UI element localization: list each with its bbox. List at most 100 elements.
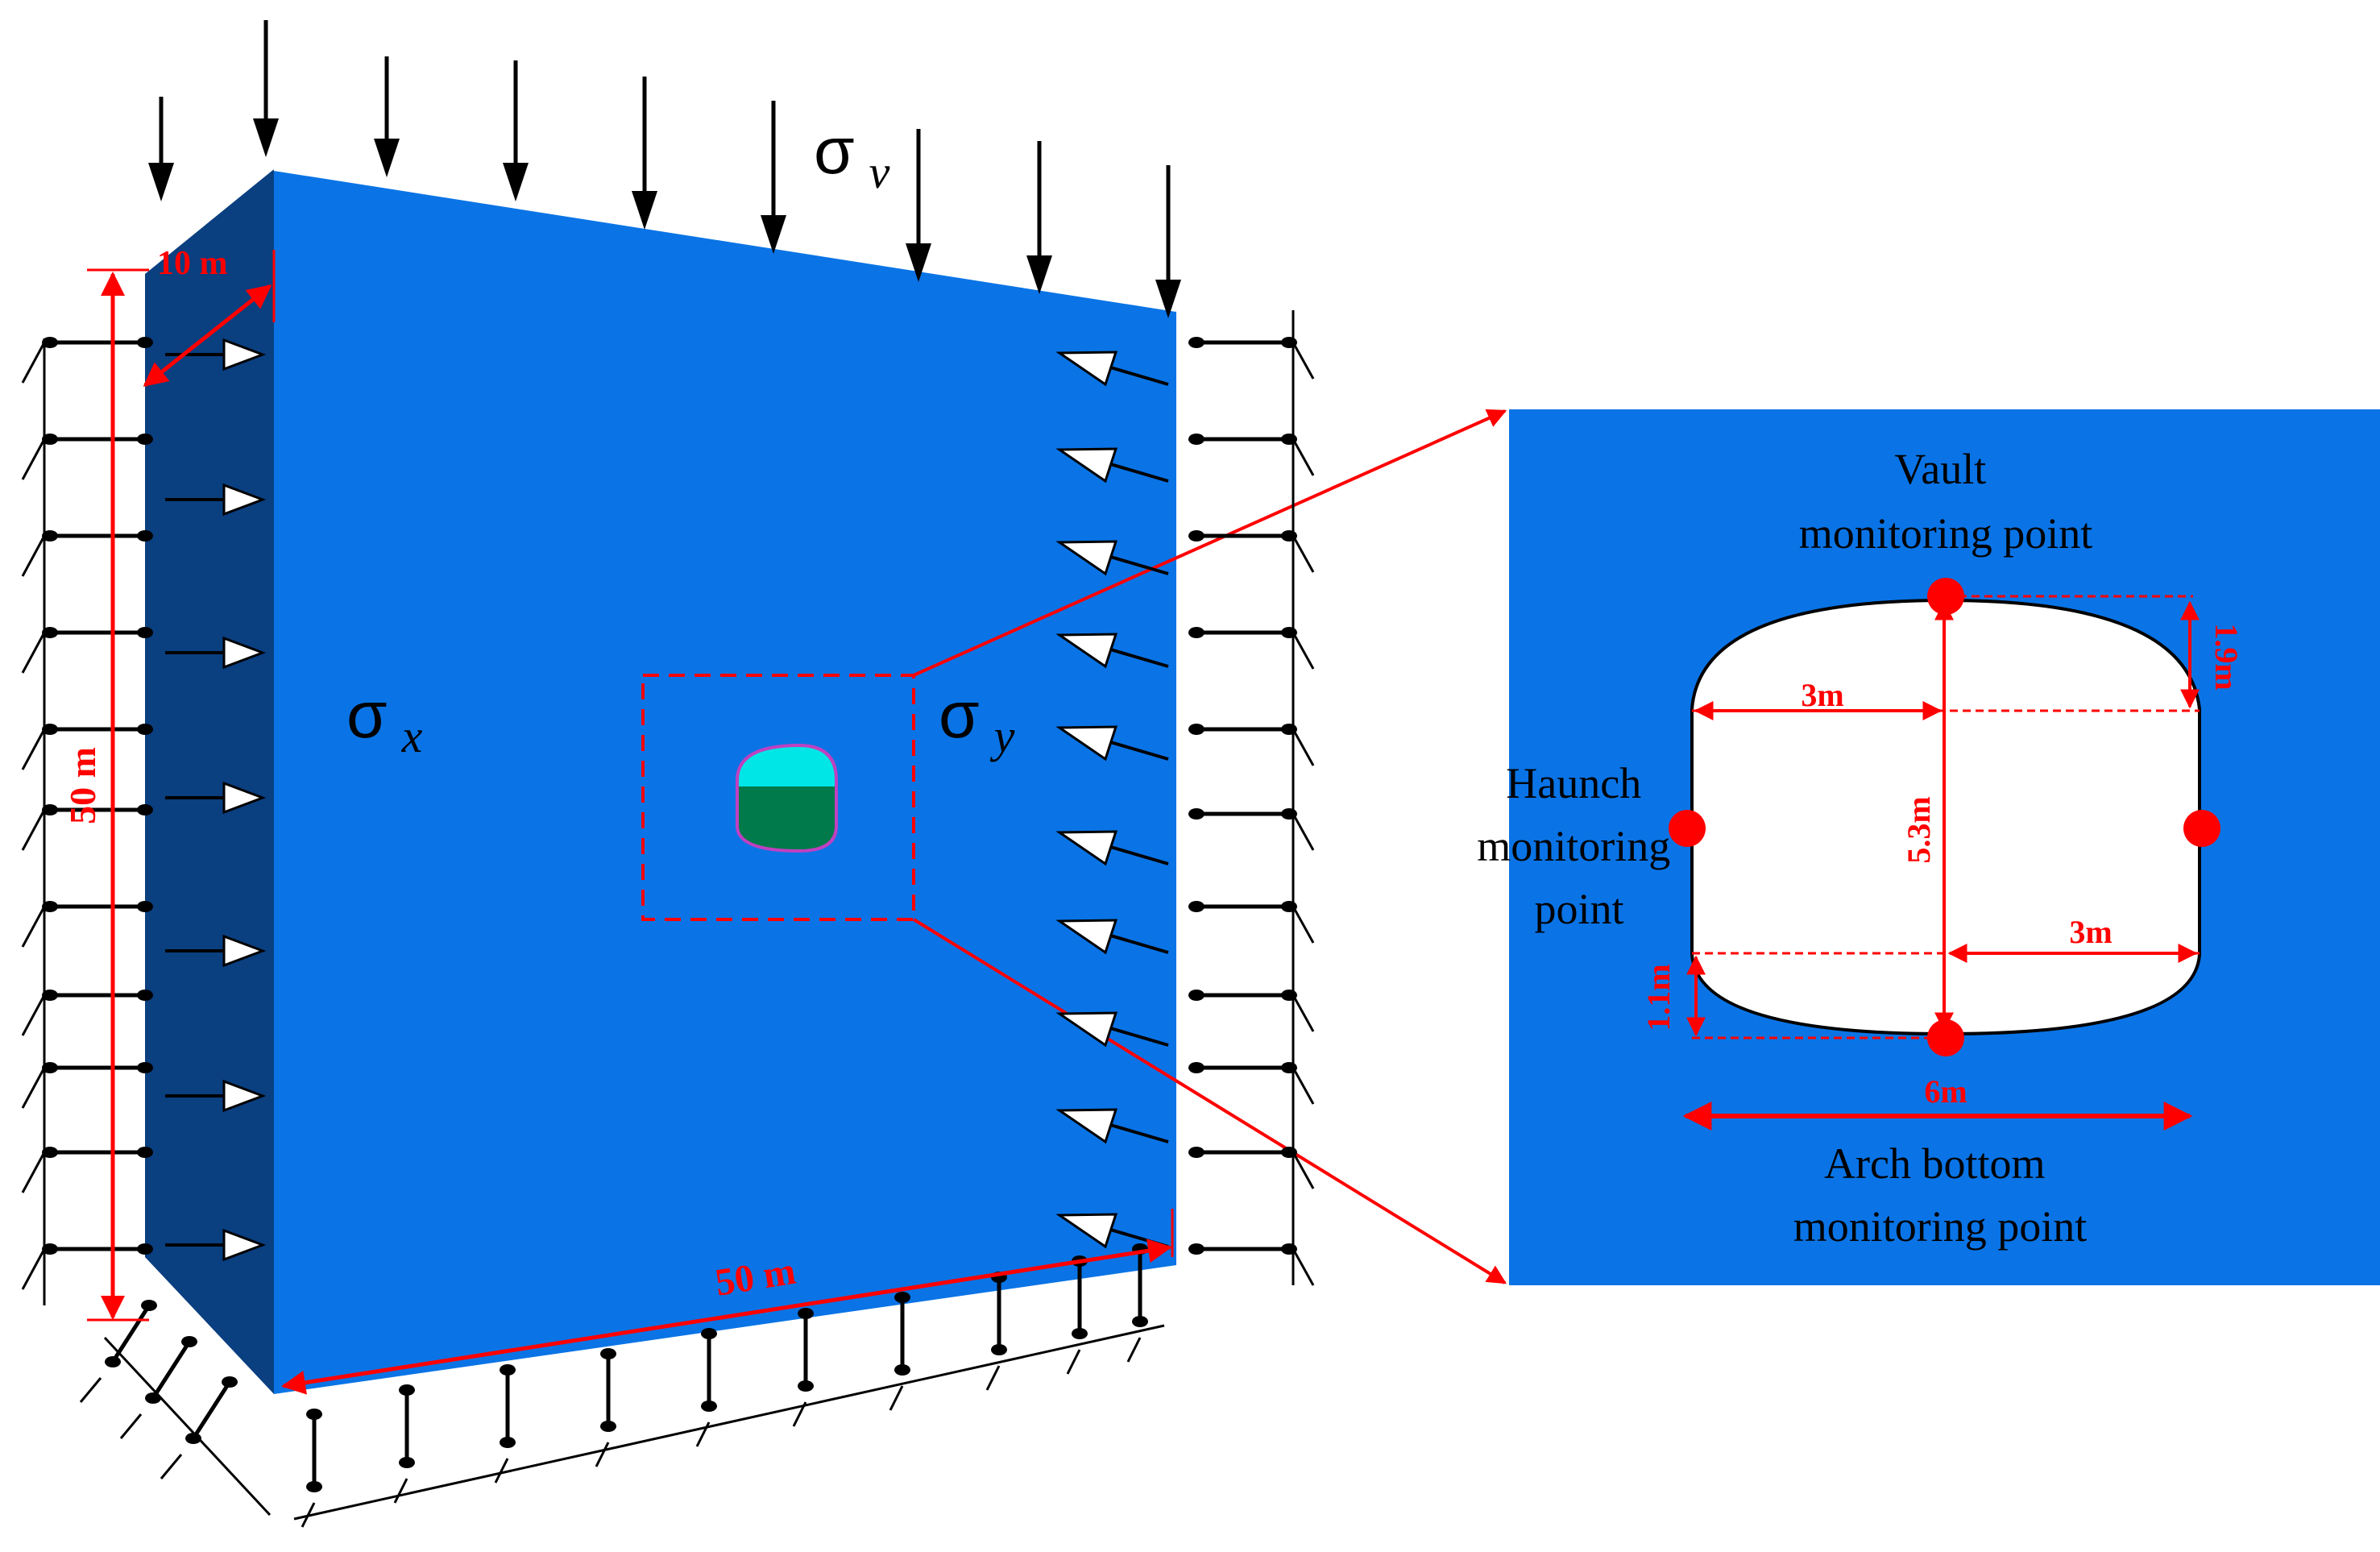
roller-support-hatch — [1292, 438, 1315, 476]
roller-support-pin — [42, 434, 58, 445]
vertical-load-arrow-head — [1155, 280, 1181, 318]
model-front-face — [274, 169, 1176, 1394]
right-load-arrow-head — [1055, 633, 1118, 669]
vertical-load-arrow-head — [1026, 255, 1052, 294]
roller-support-hatch — [595, 1442, 610, 1467]
roller-support-pin — [137, 1147, 153, 1158]
vertical-load-arrow-head — [632, 191, 657, 230]
roller-support-pin — [1132, 1316, 1148, 1327]
roller-support-hatch — [21, 1067, 46, 1109]
right-load-arrows — [1055, 351, 1169, 1249]
roller-support-pin — [222, 1376, 238, 1388]
roller-support-bar — [151, 1340, 192, 1400]
roller-support-pin — [306, 1409, 322, 1420]
roller-support-pin — [42, 901, 58, 912]
roller-support-hatch — [889, 1385, 904, 1411]
roller-support-pin — [1188, 434, 1205, 445]
right-load-arrow-head — [1055, 447, 1118, 483]
roller-support-pin — [1188, 1243, 1205, 1255]
right-load-arrow-shaft — [1107, 365, 1169, 386]
dim-width-arrow — [281, 1239, 1172, 1395]
roller-support-hatch — [21, 1152, 46, 1193]
roller-support-pin — [1072, 1328, 1088, 1339]
right-load-arrow-shaft — [1107, 554, 1169, 575]
roller-support-pin — [894, 1292, 910, 1303]
roller-support-pin — [1188, 337, 1205, 348]
roller-support-hatch — [119, 1413, 143, 1439]
left-load-arrow-head — [222, 483, 267, 517]
right-load-arrow-shaft — [1107, 844, 1169, 865]
roller-support-pin — [500, 1437, 516, 1448]
left-load-arrow-head — [222, 781, 267, 815]
roller-support-hatch — [21, 342, 46, 384]
vertical-load-arrow-head — [906, 243, 931, 282]
roller-support-hatch — [21, 535, 46, 577]
right-load-arrow-head — [1055, 919, 1118, 955]
roller-support-hatch — [393, 1478, 408, 1504]
roller-support-hatch — [1292, 632, 1315, 670]
vertical-load-arrow-head — [374, 139, 400, 177]
roller-support-pin — [137, 724, 153, 735]
roller-support-pin — [1188, 627, 1205, 638]
vertical-load-arrow-head — [253, 118, 279, 157]
vertical-load-arrow-head — [148, 163, 174, 201]
roller-support-pin — [42, 1062, 58, 1073]
roller-support-pin — [137, 1243, 153, 1255]
right-load-arrow-shaft — [1107, 462, 1169, 483]
dim-invert-rise-label: 1.1m — [1640, 964, 1677, 1031]
roller-support-pin — [137, 434, 153, 445]
roller-support-pin — [798, 1380, 814, 1392]
vault-monitoring-point — [1927, 578, 1964, 615]
roller-support-pin — [701, 1401, 717, 1412]
vertical-load-arrows — [148, 20, 1181, 318]
roller-support-hatch — [1292, 994, 1315, 1032]
roller-support-pin — [137, 990, 153, 1001]
roller-support-hatch — [21, 809, 46, 851]
roller-support-pin — [1188, 724, 1205, 735]
right-load-arrow-head — [1055, 1011, 1118, 1048]
tunnel-detail: 1.9m 3m 5.3m 3m 1.1m 6m Vault monitoring… — [1477, 409, 2380, 1285]
zoom-line-bottom — [912, 918, 1507, 1284]
roller-support-pin — [137, 901, 153, 912]
roller-support-hatch — [1292, 1067, 1315, 1105]
roller-support-pin — [42, 724, 58, 735]
roller-support-pin — [1188, 990, 1205, 1001]
roller-support-bar — [191, 1380, 232, 1440]
arch-bottom-label: Arch bottom monitoring point — [1793, 1139, 2088, 1251]
roller-support-pin — [137, 804, 153, 815]
roller-support-pin — [1188, 808, 1205, 820]
right-load-arrow-head — [1055, 830, 1118, 866]
roller-support-pin — [42, 627, 58, 638]
dim-span-label: 6m — [1924, 1073, 1967, 1110]
roller-support-hatch — [1292, 728, 1315, 766]
zoom-line-top — [913, 409, 1507, 677]
roller-support-pin — [798, 1308, 814, 1319]
roller-support-pin — [42, 1243, 58, 1255]
vault-label: Vault monitoring point — [1799, 445, 2093, 558]
right-load-arrow-head — [1055, 351, 1118, 387]
roller-support-hatch — [494, 1458, 509, 1484]
roller-support-pin — [105, 1356, 121, 1367]
roller-support-hatch — [21, 1248, 46, 1290]
haunch-monitoring-point-left — [1669, 810, 1706, 847]
roller-support-pin — [137, 530, 153, 542]
dim-left-half-label: 3m — [1801, 677, 1843, 713]
depth-label: 10 m — [157, 245, 228, 282]
roller-support-pin — [42, 1147, 58, 1158]
arch-bottom-monitoring-point — [1927, 1019, 1964, 1056]
roller-support-hatch — [21, 994, 46, 1036]
vertical-load-arrow-head — [761, 215, 786, 254]
right-load-arrow-head — [1055, 1108, 1118, 1144]
vertical-load-arrow-head — [503, 163, 529, 201]
roller-support-hatch — [79, 1377, 102, 1403]
zoom-box — [641, 674, 915, 921]
right-load-arrow-shaft — [1107, 1026, 1169, 1047]
right-load-arrow-shaft — [1107, 647, 1169, 668]
roller-support-pin — [141, 1300, 157, 1311]
roller-support-pin — [1188, 530, 1205, 542]
left-load-arrow-head — [222, 636, 267, 670]
